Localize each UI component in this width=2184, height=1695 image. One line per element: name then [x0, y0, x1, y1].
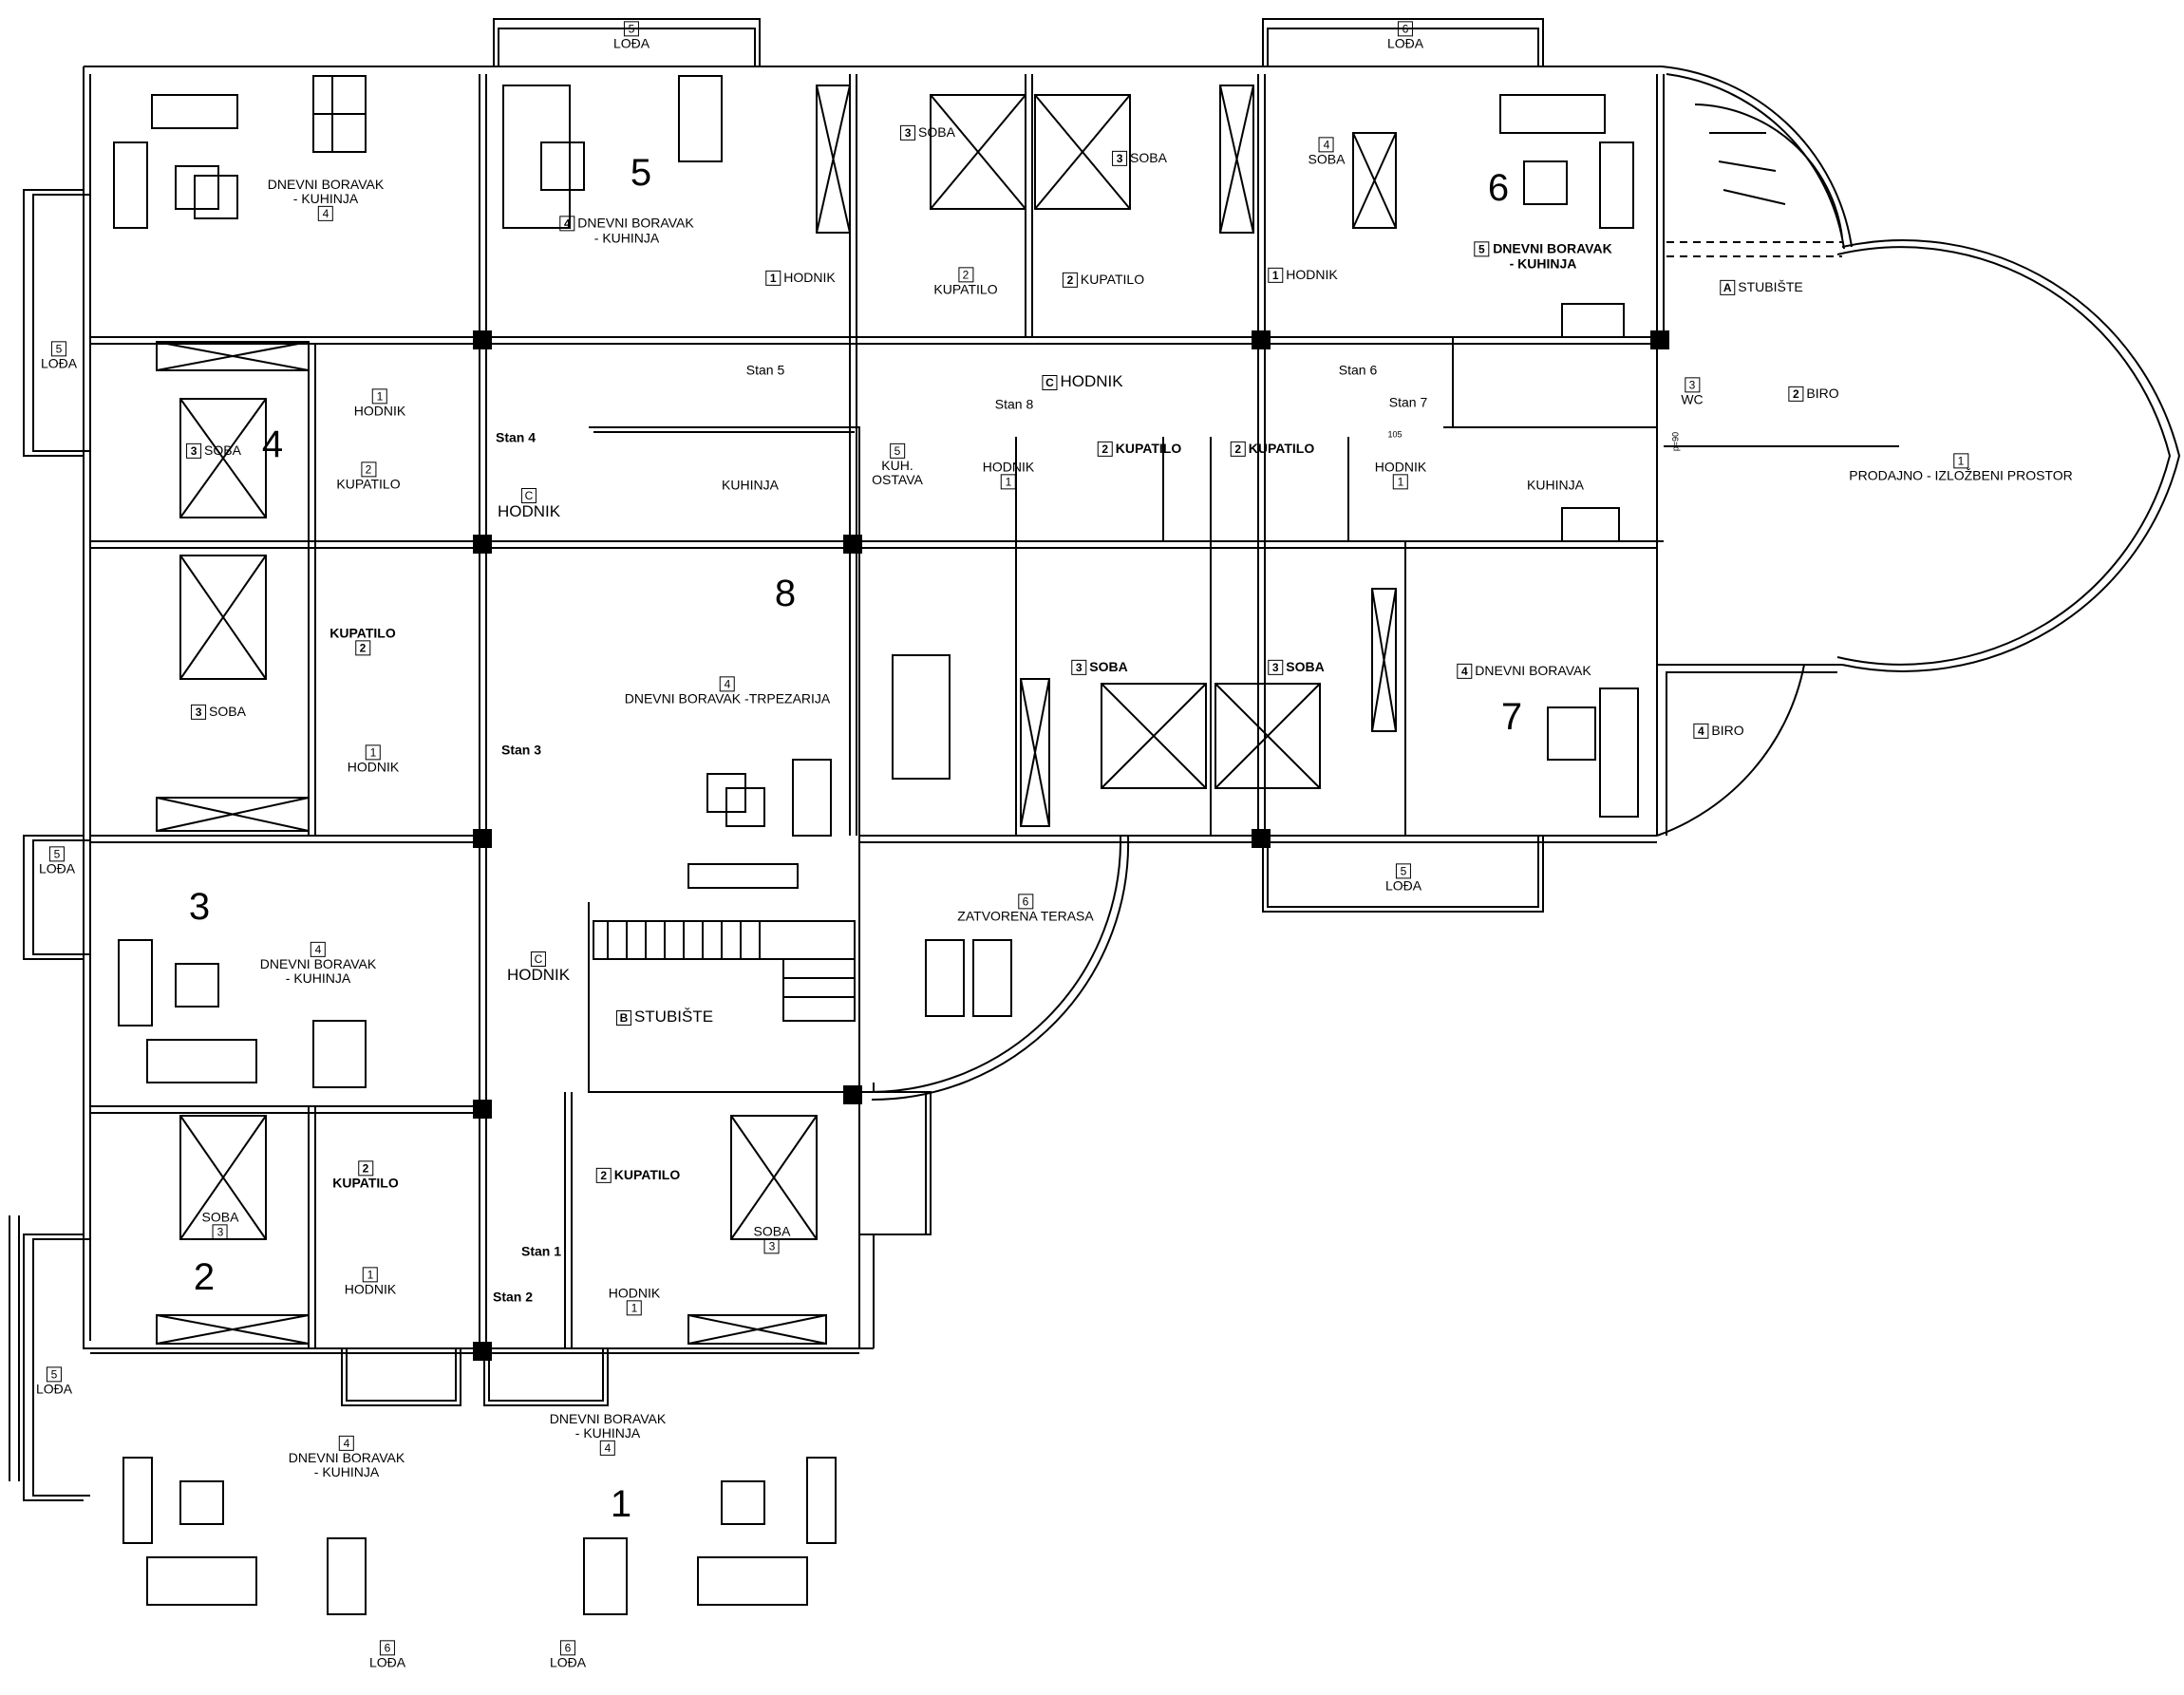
bed-5-b [1034, 94, 1131, 210]
bed-4 [179, 398, 267, 518]
bed-3 [179, 555, 267, 680]
apartment-number-8: 8 [774, 573, 797, 614]
bed-7-b [1214, 683, 1321, 789]
interior-walls [90, 336, 1657, 345]
apartment-number-1: 1 [610, 1483, 632, 1525]
entry-stan-3: Stan 3 [500, 742, 542, 758]
apartment-number-4: 4 [261, 424, 284, 465]
room-label-apt8-kuhinja: KUHINJA [722, 477, 779, 493]
rotunda [1657, 66, 1853, 250]
entry-stan-1: Stan 1 [520, 1243, 562, 1259]
dim-105: 105 [1387, 429, 1403, 440]
entry-stan-7: Stan 7 [1388, 394, 1428, 410]
entry-stan-8: Stan 8 [994, 396, 1034, 412]
outer-wall [83, 66, 1657, 1349]
entry-stan-4: Stan 4 [495, 429, 537, 445]
entry-stan-6: Stan 6 [1338, 362, 1378, 378]
entry-stan-5: Stan 5 [745, 362, 785, 378]
apartment-number-6: 6 [1487, 167, 1510, 209]
apartment-number-3: 3 [188, 886, 211, 928]
stairs [593, 920, 856, 1022]
dim-p90: p=90 [1670, 431, 1681, 452]
apartment-number-7: 7 [1500, 696, 1523, 738]
entry-stan-2: Stan 2 [492, 1289, 534, 1305]
apartment-number-2: 2 [193, 1256, 216, 1298]
bed-2 [179, 1115, 267, 1240]
apartment-number-5: 5 [630, 152, 652, 194]
bed-1 [730, 1115, 818, 1240]
room-label-apt6-living: 5 DNEVNI BORAVAK- KUHINJA [1474, 241, 1612, 271]
bed-7-a [1101, 683, 1207, 789]
bed-5-a [930, 94, 1026, 210]
columns [473, 330, 1669, 1361]
room-label-apt7-kuhinja: KUHINJA [1527, 477, 1584, 493]
